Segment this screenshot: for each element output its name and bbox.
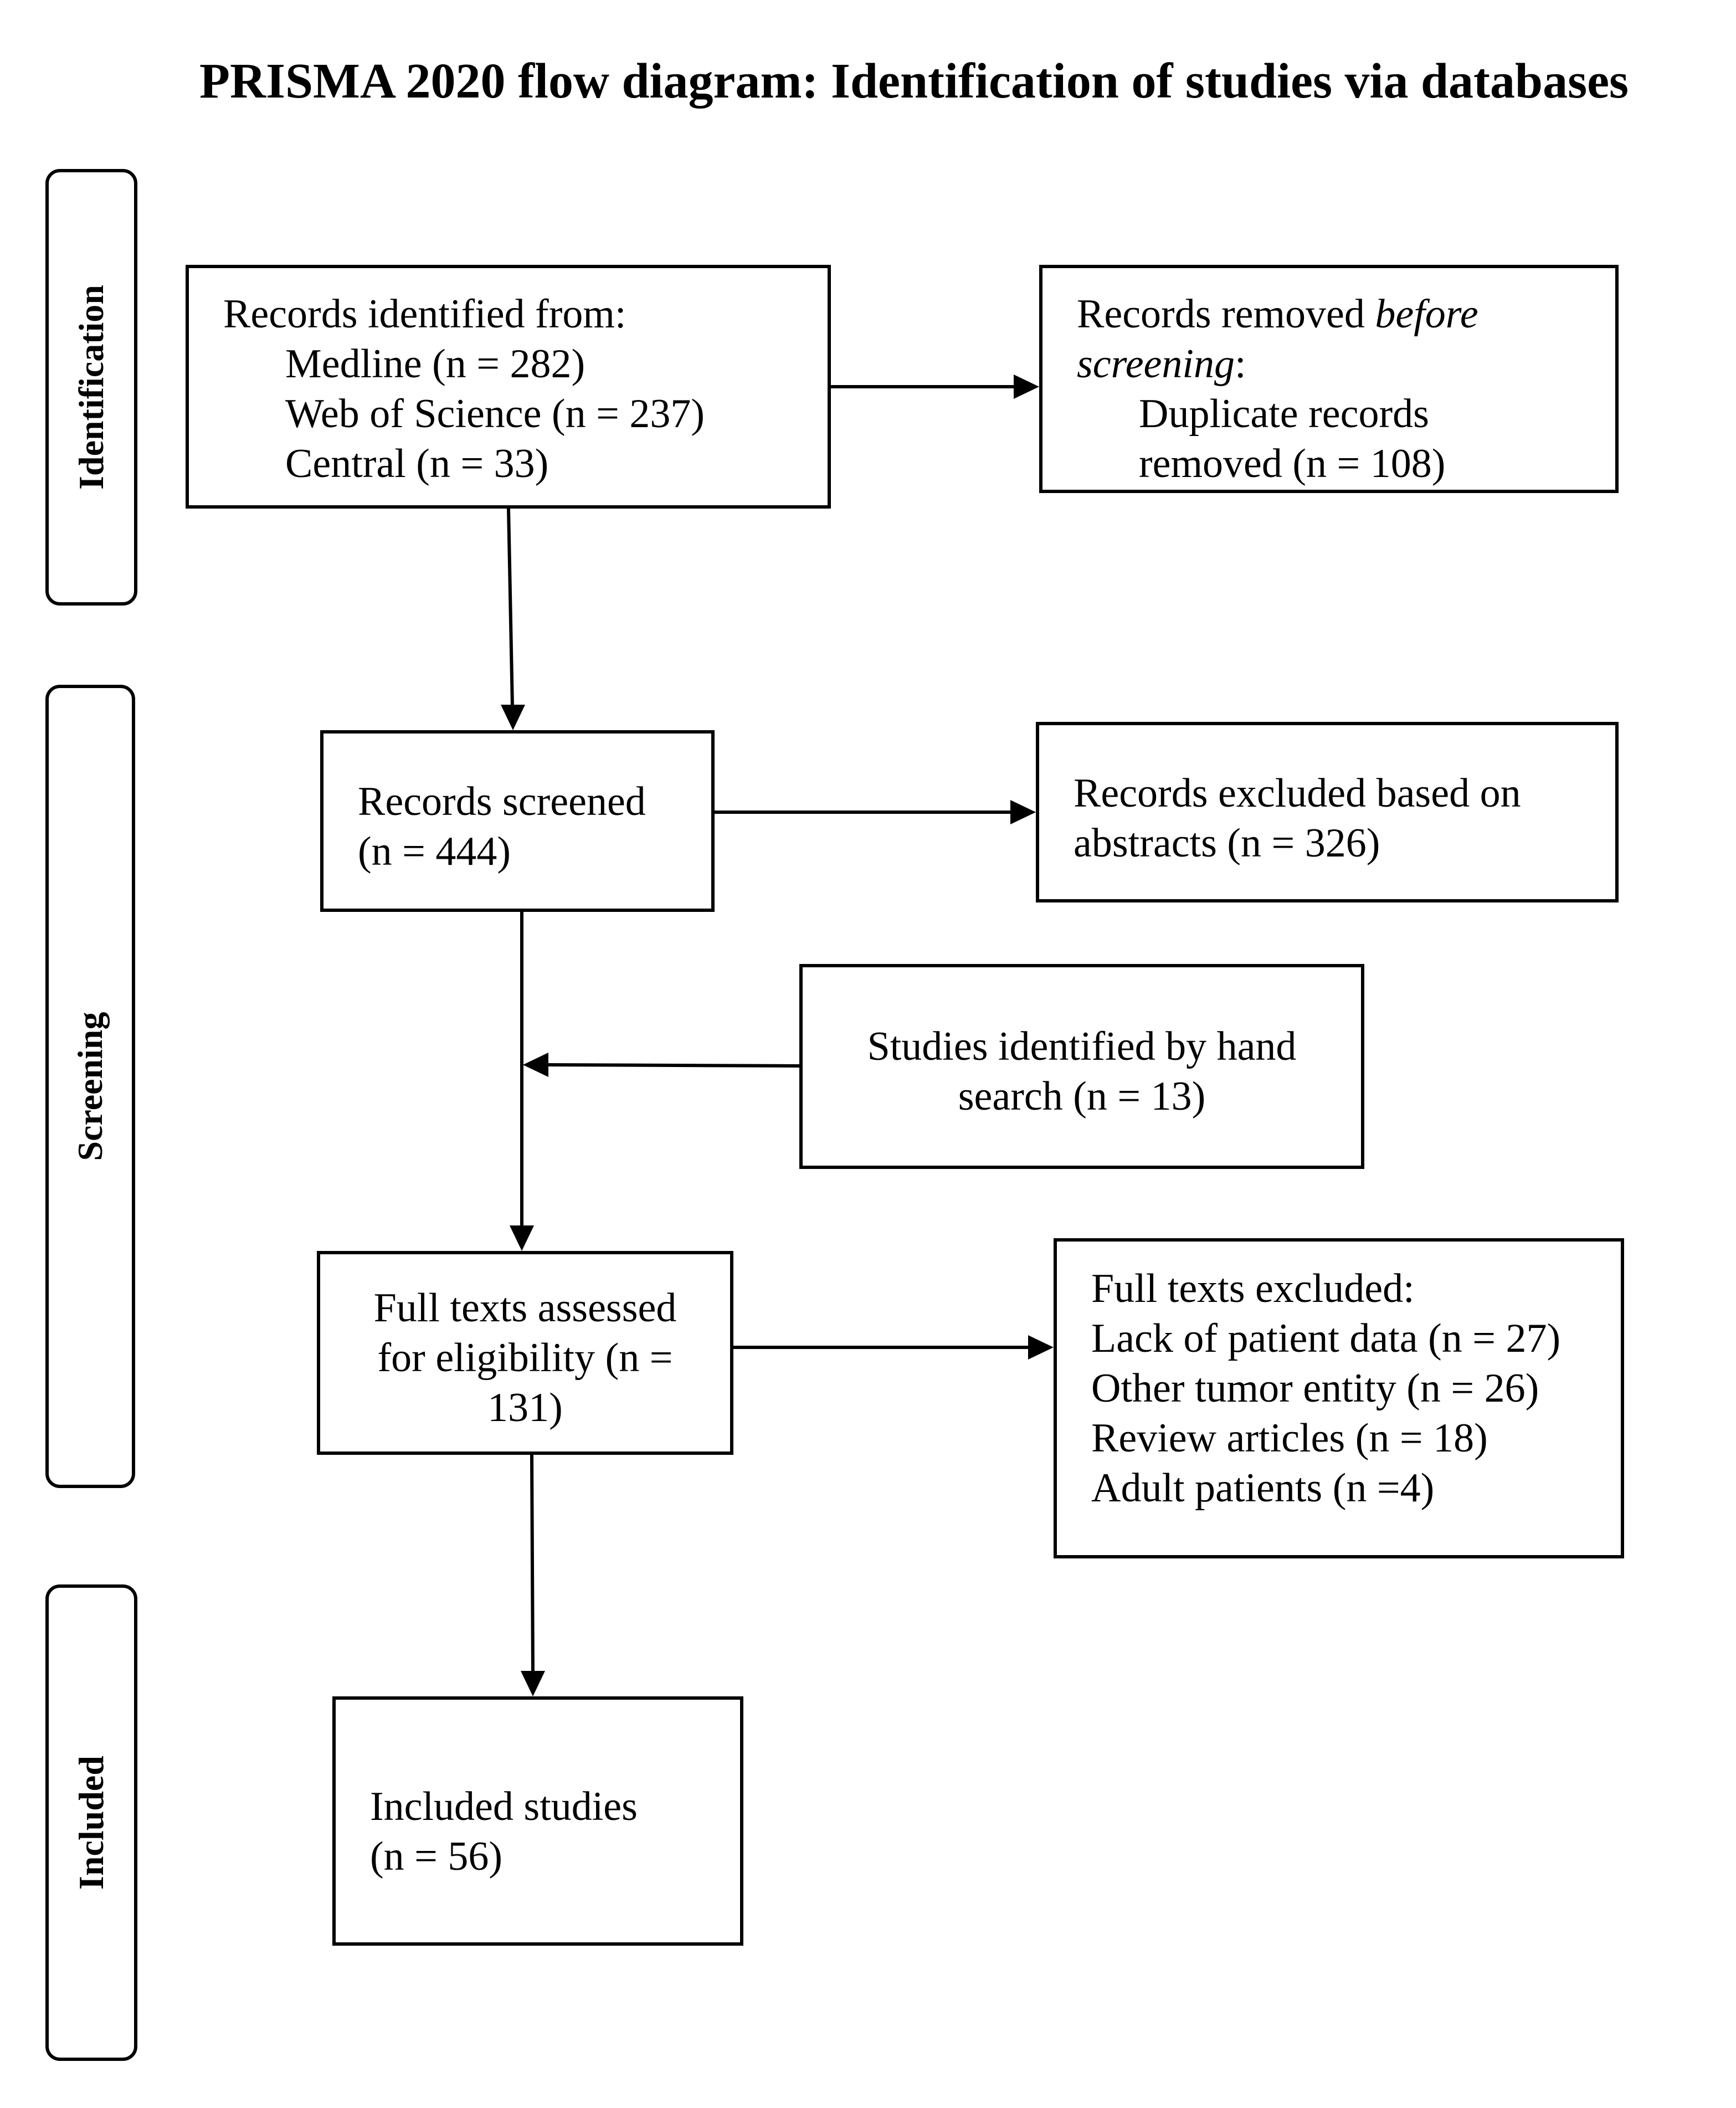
fulltext-line1: Full texts assessed (373, 1285, 677, 1331)
hand-search-line2: search (n = 13) (958, 1074, 1206, 1119)
arrowhead-fulltext (510, 1225, 534, 1251)
arrow-fulltext-to-included (530, 1454, 535, 1673)
duplicates-line2: removed (n = 108) (1139, 441, 1446, 486)
source-central: Central (n = 33) (285, 441, 549, 486)
arrow-handsearch-to-main (548, 1063, 800, 1068)
page-title: PRISMA 2020 flow diagram: Identification… (199, 54, 1629, 109)
records-excluded-line1: Records excluded based on (1074, 771, 1521, 816)
arrowhead-screened (501, 705, 525, 730)
duplicates-line1: Duplicate records (1139, 391, 1429, 437)
records-removed-heading-cont: screening: (1077, 341, 1246, 387)
phase-screening: Screening (45, 685, 135, 1488)
hand-search-box: Studies identified by hand search (n = 1… (799, 964, 1364, 1169)
arrowhead-fulltext-excluded (1028, 1335, 1054, 1360)
arrow-identified-to-screened (507, 508, 514, 707)
fulltext-line2: for eligibility (n = (377, 1335, 673, 1381)
records-removed-heading: Records removed before (1077, 291, 1478, 337)
included-line2: (n = 56) (370, 1834, 503, 1879)
fulltext-line3: 131) (487, 1385, 563, 1430)
records-identified-heading: Records identified from: (223, 291, 626, 337)
source-web-of-science: Web of Science (n = 237) (285, 391, 705, 437)
arrowhead-excluded (1010, 800, 1036, 824)
phase-identification: Identification (45, 169, 137, 606)
exclusion-reason: Lack of patient data (n = 27) (1091, 1316, 1561, 1361)
records-excluded-box: Records excluded based on abstracts (n =… (1036, 722, 1619, 902)
records-excluded-line2: abstracts (n = 326) (1074, 820, 1380, 866)
records-removed-box: Records removed before screening: Duplic… (1039, 265, 1619, 493)
fulltext-assessed-box: Full texts assessed for eligibility (n =… (317, 1251, 733, 1455)
records-screened-box: Records screened (n = 444) (320, 730, 715, 912)
fulltext-excluded-box: Full texts excluded: Lack of patient dat… (1054, 1238, 1624, 1558)
records-identified-box: Records identified from: Medline (n = 28… (186, 265, 831, 509)
included-line1: Included studies (370, 1784, 638, 1829)
exclusion-reason: Review articles (n = 18) (1091, 1415, 1488, 1461)
exclusion-reason: Adult patients (n =4) (1091, 1465, 1435, 1511)
hand-search-line1: Studies identified by hand (867, 1024, 1297, 1069)
arrowhead-included (521, 1671, 545, 1696)
exclusion-reason: Other tumor entity (n = 26) (1091, 1366, 1539, 1411)
phase-included: Included (45, 1584, 137, 2061)
arrowhead-handsearch (523, 1053, 548, 1077)
records-screened-line1: Records screened (358, 779, 646, 824)
included-studies-box: Included studies (n = 56) (332, 1696, 743, 1946)
source-medline: Medline (n = 282) (285, 341, 585, 387)
arrowhead-removed (1014, 375, 1039, 399)
records-screened-line2: (n = 444) (358, 829, 511, 874)
fulltext-excluded-heading: Full texts excluded: (1091, 1266, 1415, 1311)
